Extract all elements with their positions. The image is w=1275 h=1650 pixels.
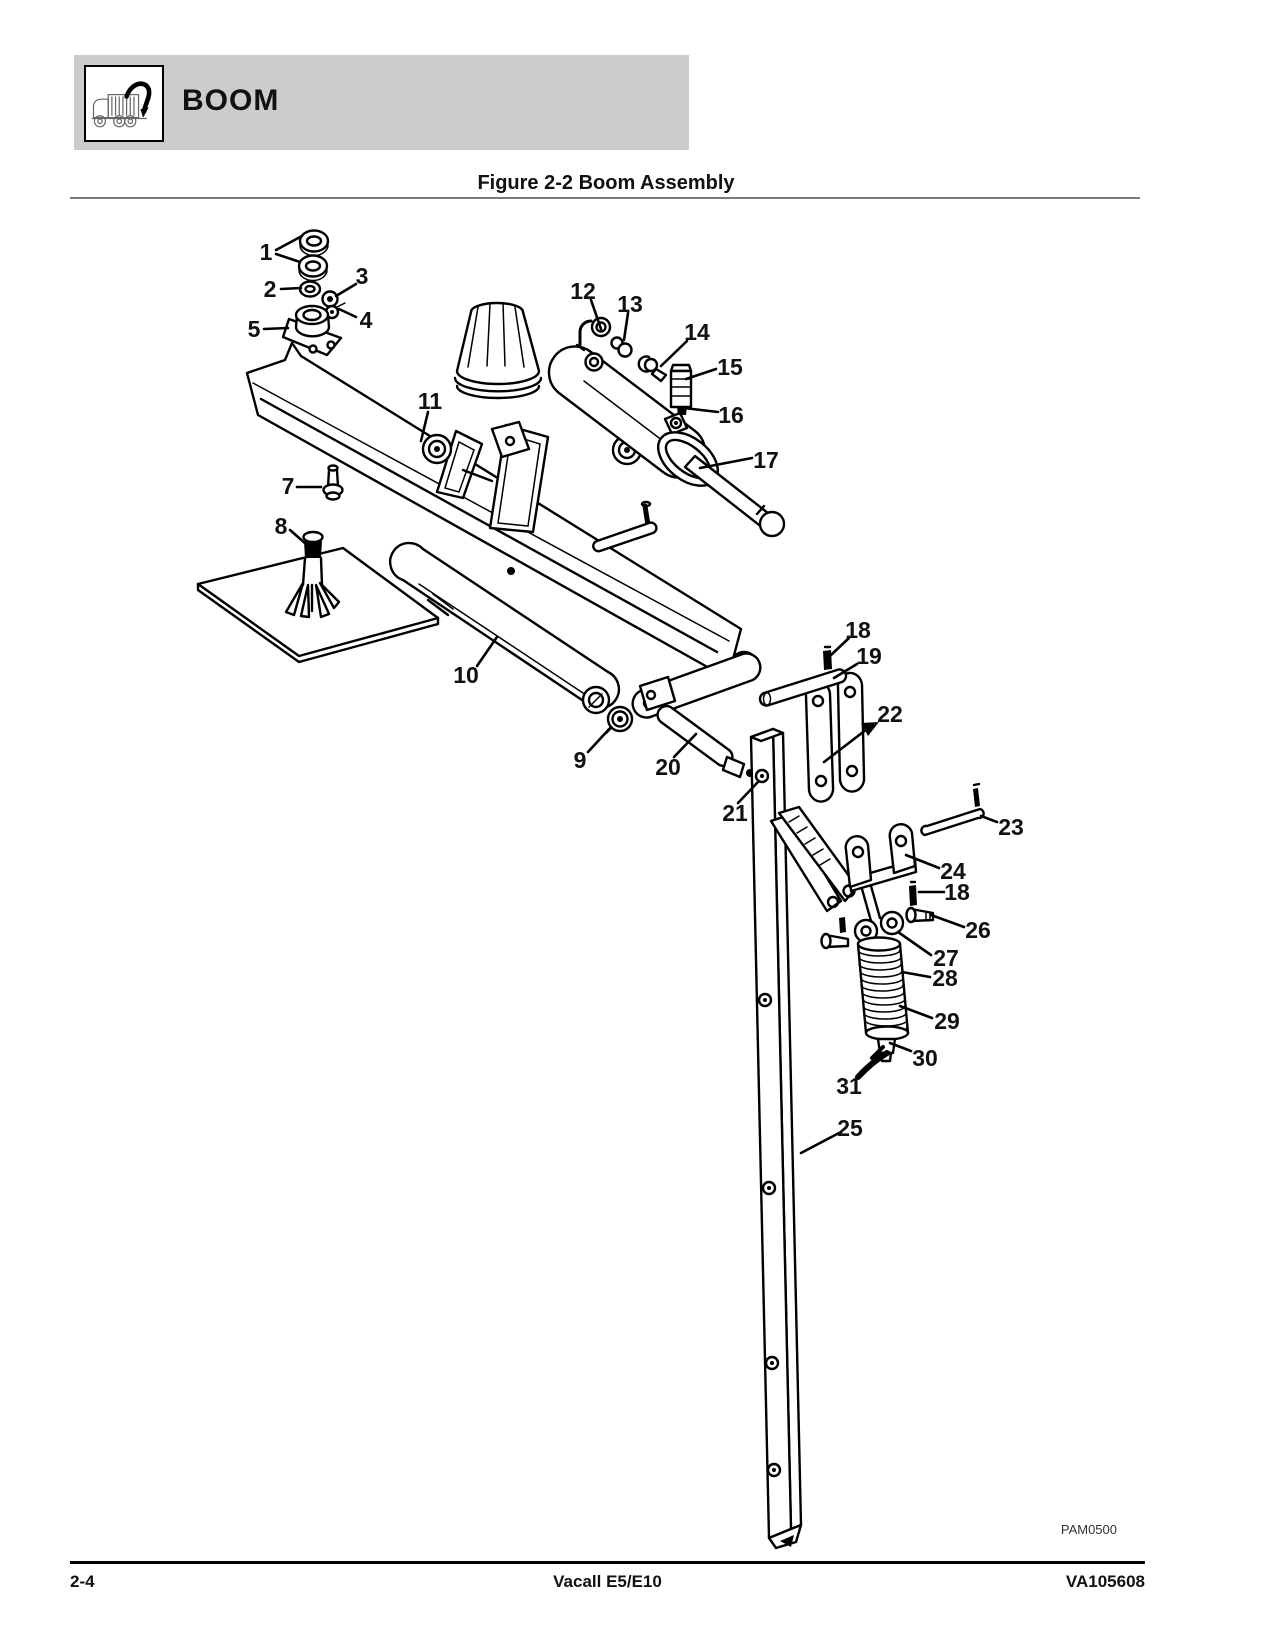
callout-20: 20 <box>655 754 681 780</box>
callout-5: 5 <box>248 316 261 342</box>
section-icon-box <box>84 65 164 142</box>
callout-leader-4 <box>337 307 358 319</box>
callout-2: 2 <box>264 276 277 302</box>
part-shock-spring <box>853 910 910 1080</box>
hardware-spring-bolts <box>820 880 935 950</box>
part-clevis-24 <box>844 823 918 923</box>
callout-25: 25 <box>837 1115 863 1141</box>
callout-31: 31 <box>836 1073 862 1099</box>
part-mast-25 <box>749 727 803 1550</box>
hardware-fittings-12-16 <box>575 316 693 415</box>
callout-leader-29 <box>898 1004 934 1020</box>
callout-leader-14 <box>659 339 689 368</box>
callout-26: 26 <box>965 917 991 943</box>
drawing-code: PAM0500 <box>1060 1522 1117 1537</box>
callout-leader-28 <box>900 970 932 979</box>
callout-leader-22 <box>822 724 873 764</box>
callout-30: 30 <box>912 1045 938 1071</box>
callout-leader-26 <box>929 913 966 929</box>
page-number: 2-4 <box>70 1572 95 1591</box>
callout-leader-18 <box>829 636 851 657</box>
callout-13: 13 <box>617 291 643 317</box>
footer-model: Vacall E5/E10 <box>553 1572 662 1591</box>
part-guide-post-8 <box>284 530 341 619</box>
section-title: BOOM <box>182 84 280 117</box>
callout-3: 3 <box>356 263 369 289</box>
callout-leader-24 <box>904 853 941 870</box>
callout-18: 18 <box>845 617 871 643</box>
callout-18: 18 <box>944 879 970 905</box>
callout-7: 7 <box>282 473 295 499</box>
part-rod-19 <box>758 668 848 707</box>
callout-14: 14 <box>684 319 710 345</box>
callout-9: 9 <box>574 747 587 773</box>
callout-17: 17 <box>753 447 779 473</box>
callout-leader-19 <box>832 662 859 680</box>
footer-rule <box>70 1561 1145 1564</box>
callout-leader-12 <box>589 298 603 331</box>
callout-22: 22 <box>877 701 903 727</box>
part-pin-23 <box>920 782 985 837</box>
callout-arrowhead-22 <box>861 722 879 736</box>
callout-10: 10 <box>453 662 479 688</box>
parts-1-to-5 <box>281 229 346 357</box>
part-pin-18a <box>823 645 832 670</box>
callout-15: 15 <box>717 354 743 380</box>
callout-16: 16 <box>718 402 744 428</box>
section-banner: BOOM <box>74 55 689 150</box>
part-lower-arm <box>631 652 762 719</box>
part-bolt-7 <box>322 464 344 501</box>
callout-8: 8 <box>275 513 288 539</box>
callout-leader-9 <box>586 725 613 754</box>
callout-11: 11 <box>418 388 443 414</box>
callout-leader-17 <box>698 456 754 470</box>
callout-leader-25 <box>799 1131 841 1155</box>
garbage-truck-boom-icon <box>91 81 152 128</box>
callout-leader-3 <box>334 282 358 298</box>
callout-leader-2 <box>279 286 303 291</box>
figure-title: Figure 2-2 Boom Assembly <box>477 172 735 194</box>
callout-23: 23 <box>998 814 1024 840</box>
title-rule <box>70 197 1140 199</box>
callout-leader-20 <box>672 732 698 759</box>
callout-12: 12 <box>570 278 596 304</box>
part-cylinder-17 <box>547 345 786 553</box>
callout-leader-21 <box>736 780 760 805</box>
part-tube-10 <box>389 541 621 715</box>
callout-24: 24 <box>940 858 966 884</box>
callout-28: 28 <box>932 965 958 991</box>
footer-doc-number: VA105608 <box>1065 1572 1145 1591</box>
callout-leader-30 <box>888 1041 913 1053</box>
callout-leader-1 <box>274 252 302 264</box>
callout-leader-15 <box>684 367 718 381</box>
callout-4: 4 <box>360 307 373 333</box>
callout-leader-16 <box>682 406 720 414</box>
callout-leader-11 <box>419 410 430 443</box>
callout-leader-1 <box>274 234 304 252</box>
callout-1: 1 <box>260 239 273 265</box>
part-cone-boot <box>453 301 543 400</box>
callout-leader-31 <box>856 1052 882 1079</box>
callout-27: 27 <box>933 945 959 971</box>
callout-29: 29 <box>934 1008 960 1034</box>
callout-19: 19 <box>856 643 882 669</box>
callout-leader-13 <box>622 311 630 342</box>
callout-leader-10 <box>475 635 499 668</box>
callout-21: 21 <box>722 800 748 826</box>
callout-leader-8 <box>288 528 308 546</box>
callout-leader-27 <box>896 930 933 957</box>
callout-leader-23 <box>979 814 999 824</box>
callout-leader-5 <box>262 326 290 331</box>
